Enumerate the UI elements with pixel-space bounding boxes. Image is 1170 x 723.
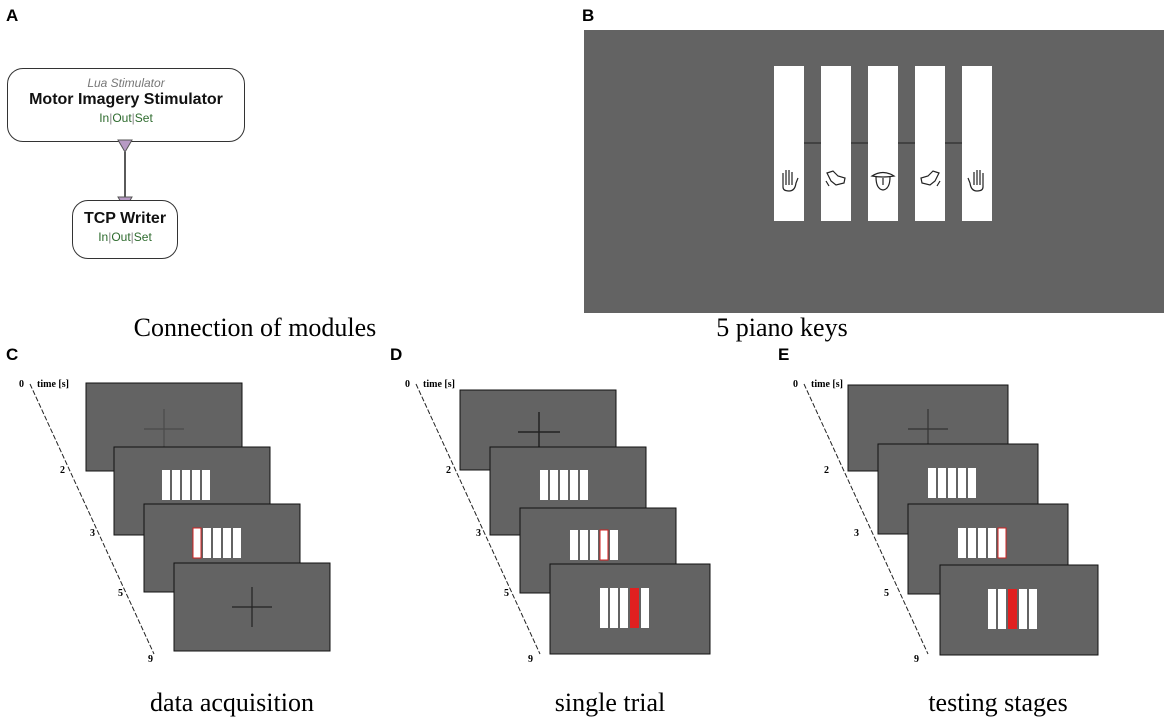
port-set: Set bbox=[133, 230, 152, 244]
time-axis-label: time [s] bbox=[37, 379, 69, 390]
port-set: Set bbox=[134, 111, 153, 125]
left-hand-icon bbox=[782, 170, 799, 192]
tick-label-9: 9 bbox=[148, 654, 153, 665]
caption-e: testing stages bbox=[928, 688, 1068, 717]
time-axis-line bbox=[415, 383, 541, 655]
tick-label-9: 9 bbox=[914, 654, 919, 665]
tick-label-3: 3 bbox=[854, 528, 859, 539]
sequence-c: 0 time [s] 2 3 5 9 bbox=[19, 379, 331, 665]
piano-screen bbox=[584, 30, 1164, 313]
panel-label-e: E bbox=[778, 345, 790, 364]
fixation-screen bbox=[173, 562, 331, 652]
tick-label-3: 3 bbox=[476, 528, 481, 539]
tick-label-0: 0 bbox=[405, 379, 410, 390]
port-in: In bbox=[99, 111, 110, 125]
tick-label-0: 0 bbox=[793, 379, 798, 390]
tongue-icon bbox=[870, 171, 896, 191]
caption-b: 5 piano keys bbox=[716, 313, 848, 342]
sequence-e: 0 time [s] 2 3 5 9 bbox=[793, 379, 1099, 665]
piano-key-5[interactable] bbox=[962, 66, 992, 221]
panel-label-c: C bbox=[6, 345, 19, 364]
tick-label-5: 5 bbox=[118, 588, 123, 599]
tick-label-2: 2 bbox=[824, 465, 829, 476]
module-name-label: Motor Imagery Stimulator bbox=[29, 91, 223, 108]
panel-label-a: A bbox=[6, 6, 19, 25]
sequence-d: 0 time [s] 2 3 5 9 bbox=[405, 379, 711, 665]
panel-label-b: B bbox=[582, 6, 595, 25]
module-name-label: TCP Writer bbox=[83, 210, 167, 227]
module-type-label: Lua Stimulator bbox=[87, 76, 165, 90]
left-foot-icon bbox=[825, 170, 846, 187]
tick-label-9: 9 bbox=[528, 654, 533, 665]
piano-key-1[interactable] bbox=[774, 66, 804, 221]
motor-imagery-stimulator-box[interactable]: Lua Stimulator Motor Imagery Stimulator … bbox=[7, 68, 245, 142]
module-ports: In|Out|Set bbox=[98, 230, 152, 244]
time-axis-line bbox=[803, 383, 929, 655]
right-foot-icon bbox=[920, 170, 941, 187]
panel-label-d: D bbox=[390, 345, 403, 364]
tick-label-2: 2 bbox=[446, 465, 451, 476]
module-ports: In|Out|Set bbox=[99, 111, 153, 125]
time-axis-line bbox=[29, 383, 155, 655]
tick-label-2: 2 bbox=[60, 465, 65, 476]
port-out: Out bbox=[112, 111, 132, 125]
tick-label-0: 0 bbox=[19, 379, 24, 390]
tick-label-5: 5 bbox=[504, 588, 509, 599]
tick-label-5: 5 bbox=[884, 588, 889, 599]
feedback-screen bbox=[939, 564, 1099, 656]
port-out: Out bbox=[111, 230, 131, 244]
time-axis-label: time [s] bbox=[423, 379, 455, 390]
caption-d: single trial bbox=[554, 688, 666, 717]
caption-a: Connection of modules bbox=[133, 313, 377, 342]
right-hand-icon bbox=[967, 170, 984, 192]
tcp-writer-box[interactable]: TCP Writer In|Out|Set bbox=[72, 200, 178, 259]
output-port-triangle bbox=[117, 139, 133, 153]
piano-key-2[interactable] bbox=[821, 66, 851, 221]
piano-key-3[interactable] bbox=[868, 66, 898, 221]
tick-label-3: 3 bbox=[90, 528, 95, 539]
port-in: In bbox=[98, 230, 109, 244]
time-axis-label: time [s] bbox=[811, 379, 843, 390]
piano-key-4[interactable] bbox=[915, 66, 945, 221]
feedback-screen bbox=[549, 563, 711, 655]
caption-c: data acquisition bbox=[150, 688, 314, 717]
